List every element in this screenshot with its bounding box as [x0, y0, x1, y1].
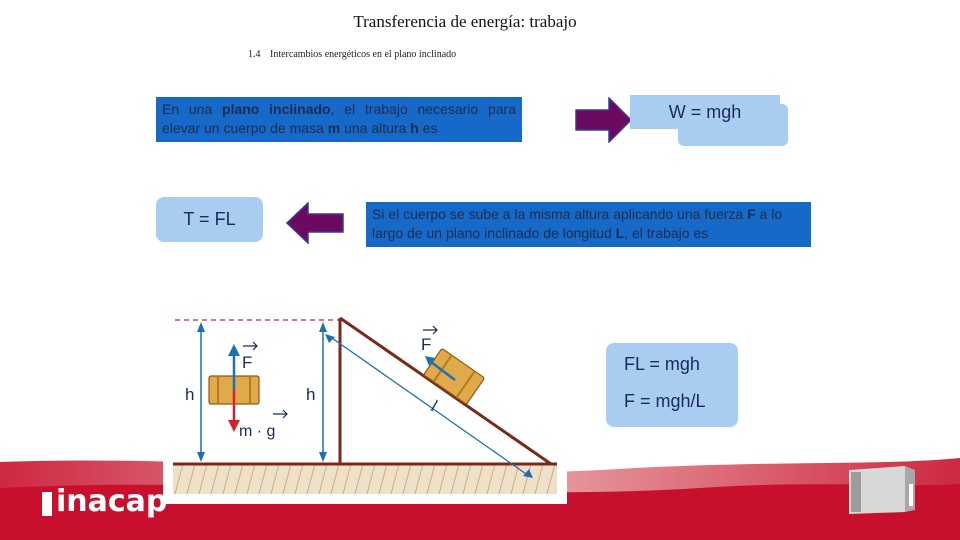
intro-bold-1: plano inclinado	[222, 101, 331, 117]
force-text-box: Si el cuerpo se sube a la misma altura a…	[366, 202, 811, 247]
label-h-left: h	[185, 385, 194, 404]
label-mg: m · g	[239, 423, 275, 440]
intro-text-1: En una	[162, 101, 223, 117]
intro-bold-2: m	[327, 120, 341, 136]
slide-title: Transferencia de energía: trabajo	[353, 12, 577, 31]
arrow-right-icon	[575, 97, 633, 143]
cube-logo-icon	[849, 466, 915, 514]
label-h-right: h	[306, 385, 315, 404]
result-line-2: F = mgh/L	[624, 391, 706, 411]
force-text-1: Si el cuerpo se sube a la misma altura a…	[372, 206, 748, 222]
result-formula-box: FL = mgh F = mgh/L	[606, 343, 738, 427]
inclined-plane-diagram: h h F F m · g l	[163, 310, 567, 504]
force-bold-2: L	[615, 225, 625, 241]
intro-text-box: En una plano inclinado, el trabajo neces…	[156, 97, 522, 142]
force-bold-1: F	[747, 206, 756, 222]
label-f-right: F	[421, 335, 431, 354]
formula-w-box: W = mgh	[630, 95, 780, 129]
label-f-left: F	[242, 353, 252, 372]
force-text-2: a lo largo de un plano inclinado de long…	[372, 206, 783, 241]
formula-t-box: T = FL	[156, 197, 263, 242]
intro-text-2: , el trabajo necesario para elevar un cu…	[162, 101, 517, 136]
intro-bold-3: h	[410, 120, 419, 136]
intro-text-4: es	[418, 120, 438, 136]
section-subtitle: Intercambios energéticos en el plano inc…	[270, 49, 457, 60]
section-number: 1.4	[248, 49, 261, 60]
inacap-logo: inacap	[42, 487, 167, 517]
logo-text: inacap	[56, 484, 168, 519]
ground	[173, 464, 557, 494]
force-text-3: , el trabajo es	[624, 225, 709, 241]
arrow-left-icon	[286, 202, 344, 244]
result-line-1: FL = mgh	[624, 354, 700, 374]
intro-text-3: una altura	[340, 120, 411, 136]
